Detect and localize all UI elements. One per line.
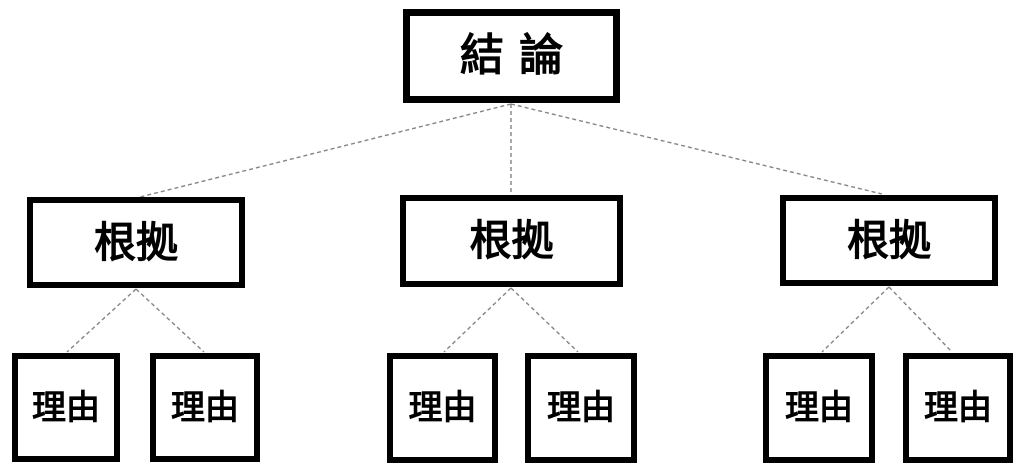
connector-conclusion-to-ground-3 <box>510 103 883 195</box>
ground-box-1: 根拠 <box>27 197 245 288</box>
connector-ground1-to-reason-2 <box>135 288 205 353</box>
reason-label: 理由 <box>171 387 239 428</box>
conclusion-label: 結 論 <box>459 30 564 81</box>
reason-box-6: 理由 <box>903 353 1013 463</box>
ground-box-3: 根拠 <box>780 195 998 286</box>
connector-ground1-to-reason-1 <box>66 288 137 353</box>
reason-box-3: 理由 <box>387 353 498 463</box>
connector-ground2-to-reason-3 <box>443 287 512 353</box>
connector-ground3-to-reason-5 <box>821 286 890 353</box>
ground-box-2: 根拠 <box>400 195 623 287</box>
reason-label: 理由 <box>408 388 477 428</box>
ground-label: 根拠 <box>93 217 178 267</box>
reason-label: 理由 <box>785 388 853 428</box>
reason-box-1: 理由 <box>12 353 120 462</box>
reason-label: 理由 <box>547 388 615 428</box>
connector-ground2-to-reason-4 <box>510 287 579 353</box>
reason-label: 理由 <box>924 388 992 428</box>
reason-box-2: 理由 <box>150 353 260 462</box>
reason-label: 理由 <box>32 387 100 428</box>
reason-box-5: 理由 <box>763 353 875 463</box>
ground-label: 根拠 <box>469 216 554 265</box>
connector-ground3-to-reason-6 <box>888 286 953 353</box>
reason-box-4: 理由 <box>525 353 637 463</box>
ground-label: 根拠 <box>846 215 931 265</box>
connector-conclusion-to-ground-1 <box>139 103 512 198</box>
conclusion-box: 結 論 <box>403 9 620 103</box>
